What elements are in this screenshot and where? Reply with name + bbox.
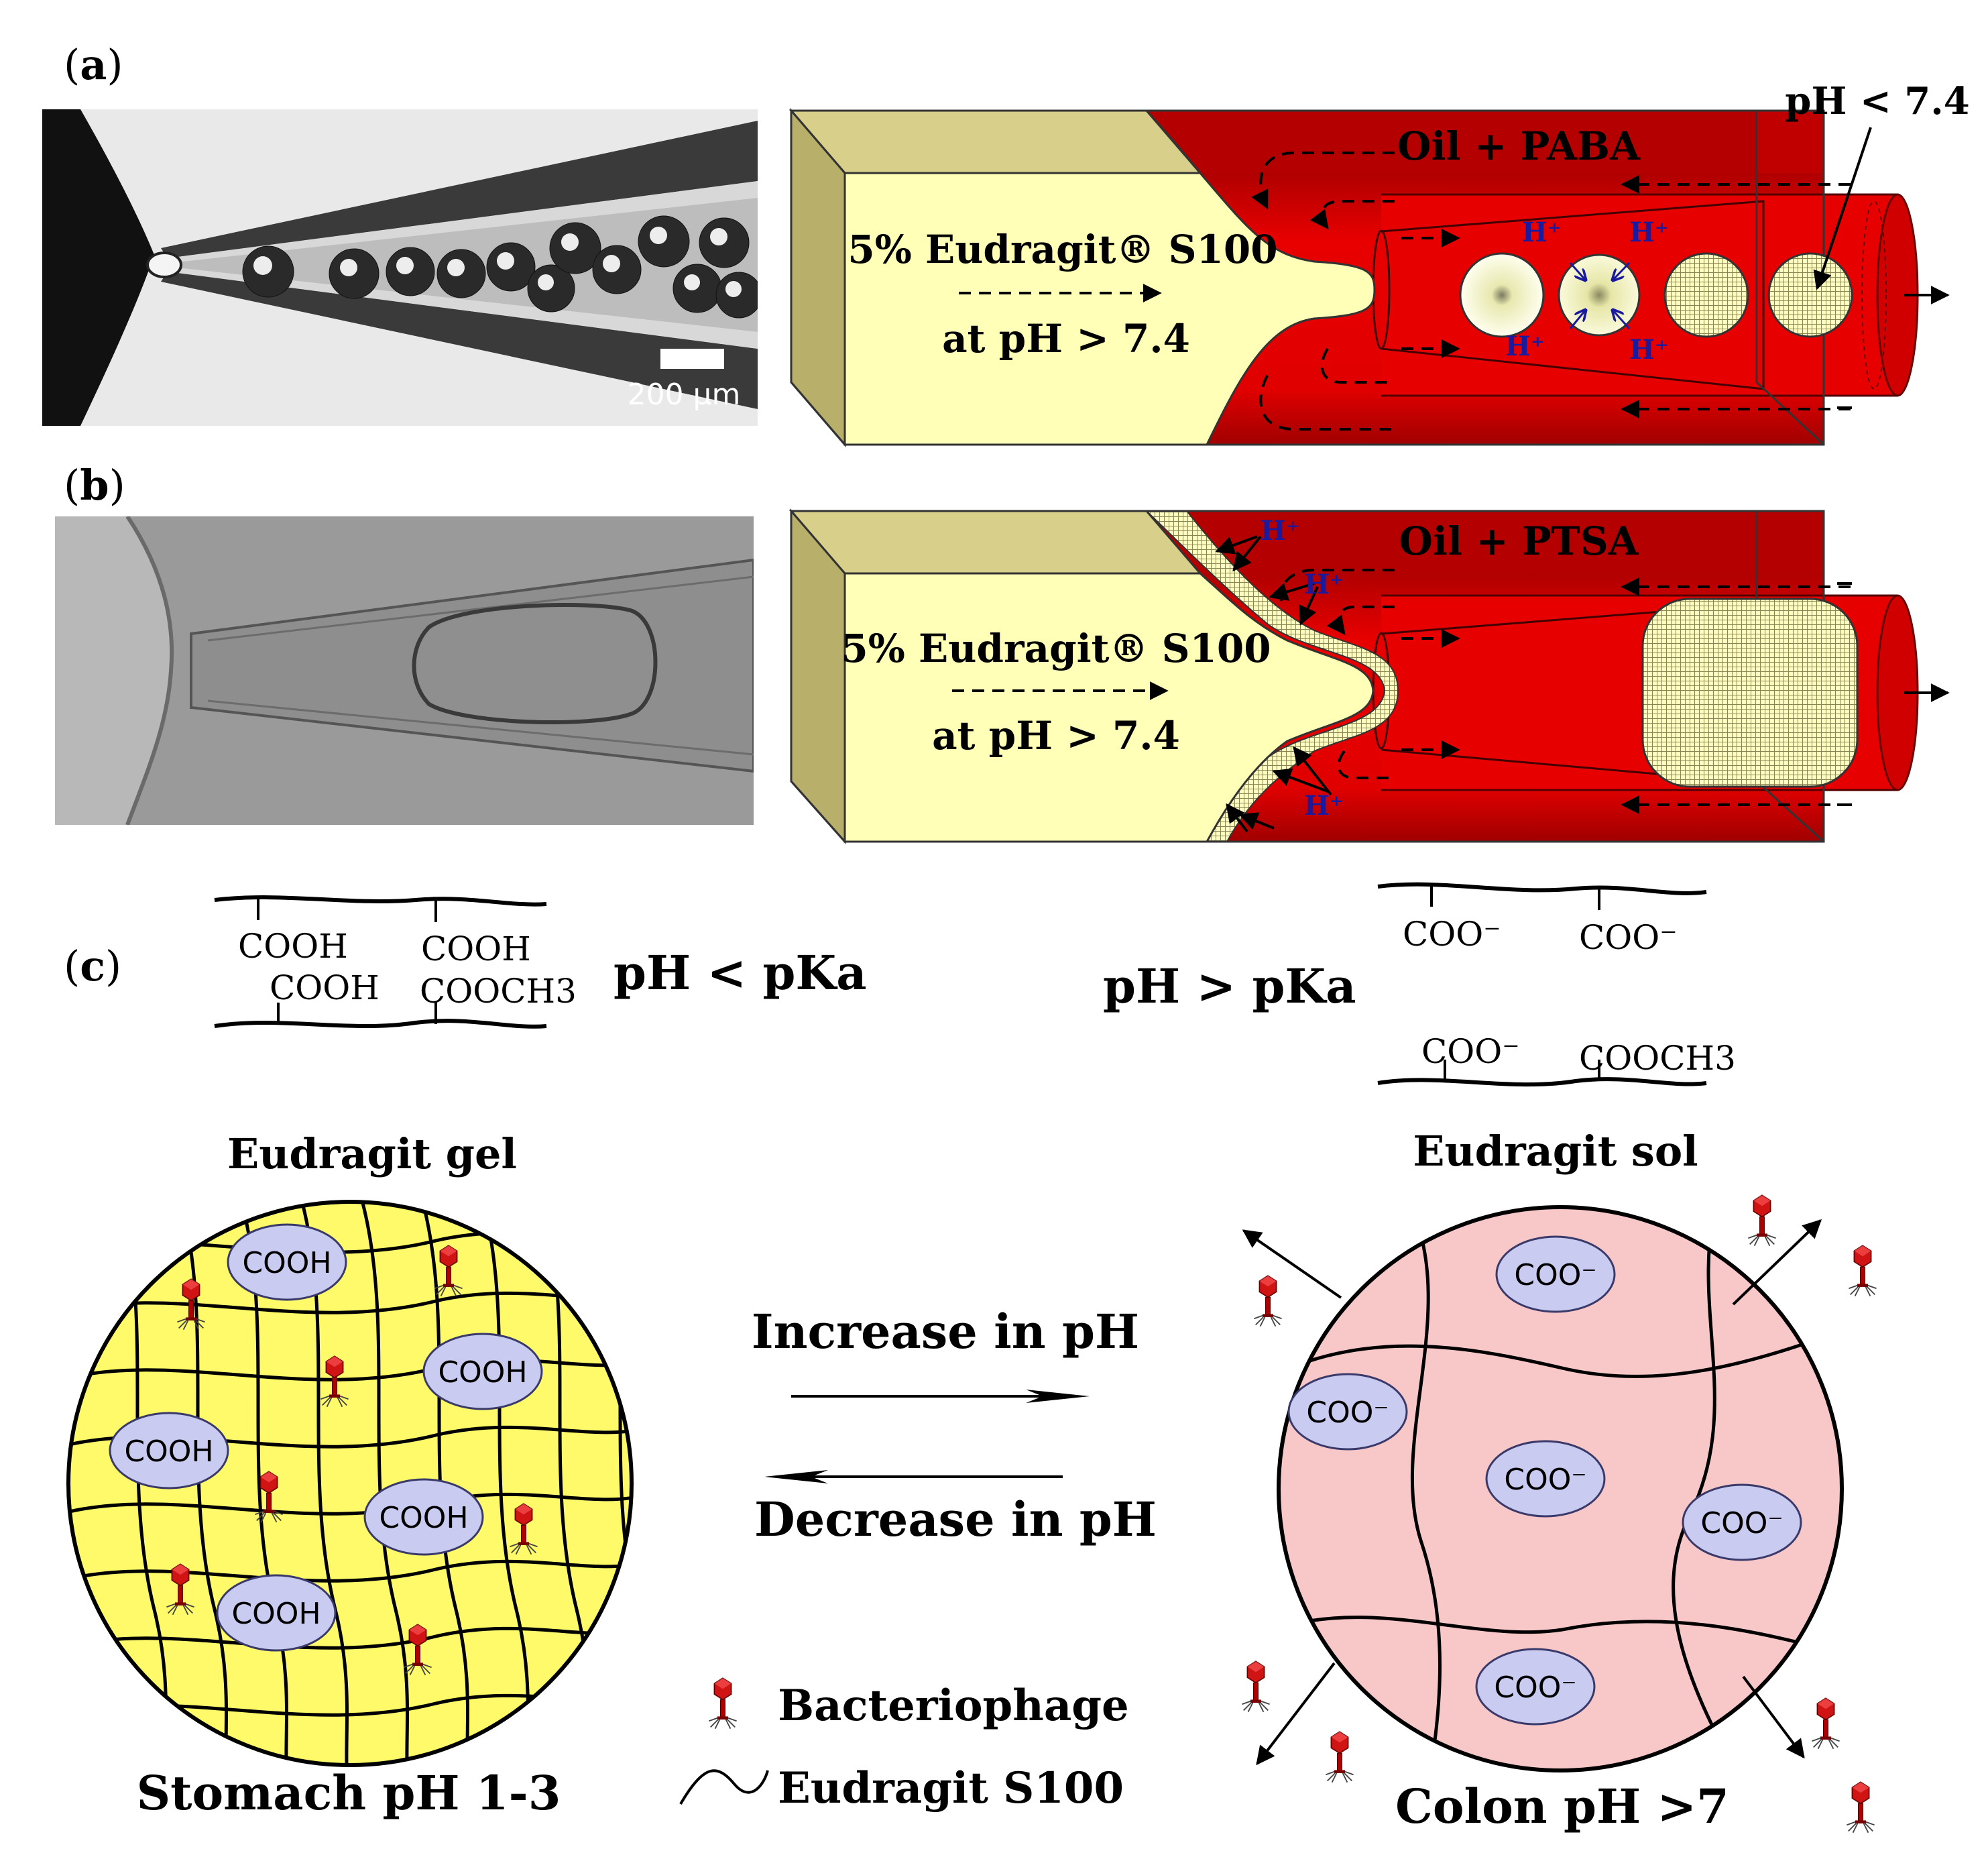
legend-label: Eudragit S100 <box>778 1763 1124 1813</box>
functional-group-label: COOCH3 <box>420 972 577 1011</box>
functional-group-label: COO⁻ <box>1403 915 1501 954</box>
panel-b: (b) <box>55 461 1950 844</box>
proton-label: H⁺ <box>1629 334 1669 365</box>
micrograph-b <box>55 516 754 825</box>
proton-label: H⁺ <box>1522 217 1562 248</box>
droplet-train <box>242 215 758 319</box>
low-ph-condition: pH < pKa <box>613 945 867 1001</box>
bubble-label: COOH <box>231 1597 320 1631</box>
bubble-label: COO⁻ <box>1504 1463 1586 1497</box>
bubble-label: COO⁻ <box>1514 1258 1596 1292</box>
bubble-label: COO⁻ <box>1494 1671 1576 1705</box>
bubble-label: COO⁻ <box>1700 1506 1783 1540</box>
bubble-label: COOH <box>124 1434 213 1469</box>
inner-phase-label: 5% Eudragit® S100 <box>841 626 1271 671</box>
colon-caption: Colon pH >7 <box>1395 1779 1729 1834</box>
increase-ph-label: Increase in pH <box>752 1304 1139 1359</box>
bacteriophage-icon <box>1325 1731 1354 1783</box>
inner-phase-label: 5% Eudragit® S100 <box>847 227 1277 272</box>
functional-group-label: COOH <box>238 927 348 966</box>
functional-group-label: COO⁻ <box>1579 918 1678 957</box>
bubble-label: COOH <box>379 1501 468 1535</box>
schematic-b: H⁺ H⁺ H⁺ 5% Eudragit® S100 at pH > 7.4 O… <box>788 508 1950 844</box>
proton-label: H⁺ <box>1629 217 1669 248</box>
polymer-chain-icon <box>679 1769 769 1805</box>
droplet-acidifying <box>1558 253 1641 337</box>
functional-group-label: COOH <box>270 968 379 1007</box>
outer-phase-label: Oil + PTSA <box>1399 518 1639 564</box>
carboxyl-bubbles <box>109 1223 543 1652</box>
droplet-gelled <box>1663 252 1749 338</box>
droplet-fresh <box>1459 252 1545 338</box>
bacteriophage-icon <box>1811 1697 1840 1750</box>
proton-label: H⁺ <box>1304 790 1344 822</box>
bacteriophage-icon <box>1846 1781 1875 1834</box>
bacteriophage-icon <box>708 1677 738 1730</box>
legend: Bacteriophage Eudragit S100 <box>679 1677 1129 1813</box>
panel-a: (a) <box>42 40 1970 448</box>
decrease-ph-label: Decrease in pH <box>754 1491 1157 1547</box>
inner-phase-ph: at pH > 7.4 <box>942 316 1190 361</box>
scale-bar <box>660 349 724 369</box>
proton-label: H⁺ <box>1304 569 1344 600</box>
bubble-label: COOH <box>438 1355 527 1390</box>
proton-label: H⁺ <box>1261 515 1300 547</box>
bubble-label: COO⁻ <box>1306 1396 1389 1430</box>
panel-b-label: (b) <box>64 461 125 510</box>
proton-label: H⁺ <box>1505 331 1545 362</box>
equilibrium-arrows: Increase in pH Decrease in pH <box>752 1304 1157 1547</box>
bubble-label: COOH <box>242 1246 331 1280</box>
micrograph-a: 200 µm <box>42 109 758 426</box>
panel-c-label: (c) <box>64 942 121 991</box>
bacteriophage-icon <box>1253 1275 1283 1327</box>
inner-phase-ph: at pH > 7.4 <box>932 713 1180 758</box>
bacteriophage-icon <box>1747 1194 1777 1247</box>
gel-state-label: Eudragit gel <box>227 1129 517 1178</box>
high-ph-condition: pH > pKa <box>1103 958 1356 1014</box>
carboxylate-bubbles <box>1287 1235 1802 1726</box>
droplet-gelled <box>1767 252 1853 338</box>
functional-group-label: COO⁻ <box>1421 1032 1520 1071</box>
scale-bar-label: 200 µm <box>628 378 741 412</box>
gel-particle: COOH COOH COOH COOH COOH <box>66 1200 634 1767</box>
deprotonated-chain: COO⁻ COO⁻ COO⁻ COOCH3 pH > pKa <box>1103 882 1736 1087</box>
gelled-plug <box>1641 598 1859 788</box>
sol-state-label: Eudragit sol <box>1413 1127 1698 1176</box>
functional-group-label: COOCH3 <box>1579 1039 1736 1078</box>
protonated-chain: COOH COOH COOH COOCH3 pH < pKa <box>214 895 867 1029</box>
outer-phase-label: Oil + PABA <box>1397 123 1641 169</box>
panel-c: (c) COOH COOH COOH COOCH3 pH < pKa <box>64 882 1877 1834</box>
legend-label: Bacteriophage <box>778 1681 1129 1731</box>
stomach-caption: Stomach pH 1-3 <box>137 1765 561 1821</box>
ph-callout: pH < 7.4 <box>1785 79 1969 123</box>
panel-a-label: (a) <box>64 40 123 89</box>
bacteriophage-icon <box>1241 1660 1271 1713</box>
sol-particle: COO⁻ COO⁻ COO⁻ COO⁻ COO⁻ <box>1241 1194 1877 1834</box>
schematic-a: H⁺ H⁺ H⁺ H⁺ 5% Eudragit® S100 at p <box>788 79 1970 448</box>
functional-group-label: COOH <box>421 929 531 968</box>
bacteriophage-icon <box>1848 1245 1877 1297</box>
